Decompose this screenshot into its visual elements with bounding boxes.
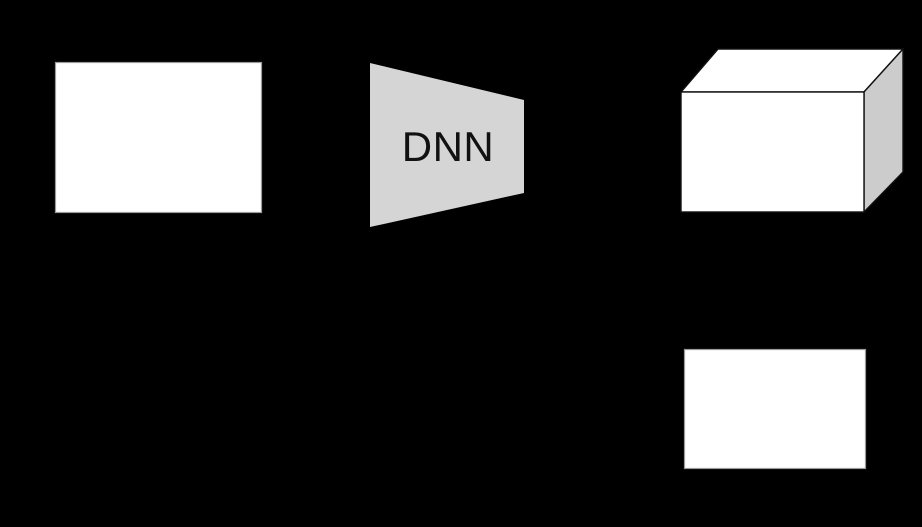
input-image-panel — [54, 61, 263, 214]
output-map-panel-rect — [683, 348, 867, 470]
dnn-block-label: DNN — [402, 123, 495, 170]
output-map-panel — [683, 348, 867, 470]
dnn-block-trapezoid — [370, 63, 524, 227]
output-volume-box-front-face — [680, 91, 865, 213]
output-volume-box — [679, 47, 905, 214]
dnn-block: DNN — [370, 63, 524, 227]
input-image-panel-rect — [54, 61, 263, 214]
